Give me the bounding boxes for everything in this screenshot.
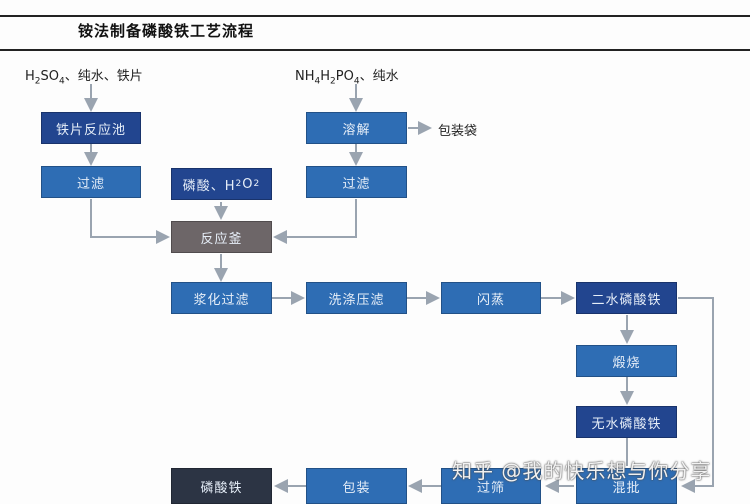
formula-sub: 2 [34,76,41,87]
formula-sub: 4 [353,76,360,87]
watermark: 知乎 @我的快乐想与你分享 [452,459,712,483]
formula-sub: 4 [59,76,65,87]
box-label: O [242,176,254,192]
box-filter-right: 过滤 [306,166,407,198]
formula-sub: 2 [330,76,336,87]
title-underline [0,49,750,51]
box-wash-press: 洗涤压滤 [306,282,407,314]
box-anhydrous: 无水磷酸铁 [576,406,677,438]
box-filter-left: 过滤 [41,166,141,198]
box-slurry-filter: 浆化过滤 [171,282,272,314]
box-sieve: 过筛 [441,468,541,504]
box-pack: 包装 [306,468,407,504]
top-rule [0,15,750,17]
formula-part: H [25,69,35,84]
input-right-materials: NH4H2PO4、纯水 [295,65,399,87]
formula-sub: 4 [314,76,321,87]
diagram-title: 铵法制备磷酸铁工艺流程 [78,22,255,40]
box-product: 磷酸铁 [171,468,272,504]
formula-part: SO [40,69,59,84]
box-mix: 混批 [576,468,677,504]
formula-part: H [320,69,331,84]
box-dissolve: 溶解 [306,112,407,144]
output-packaging-bag: 包装袋 [438,124,478,139]
input-left-materials: H2SO4、纯水、铁片 [25,65,143,87]
box-iron-tank: 铁片反应池 [41,112,141,144]
formula-suffix: 、纯水、铁片 [64,69,143,84]
formula-sub: 2 [253,179,261,189]
box-flash-dry: 闪蒸 [441,282,541,314]
box-reactor: 反应釜 [171,221,272,253]
formula-suffix: 、纯水 [359,69,399,84]
formula-part: NH [295,69,315,84]
formula-part: PO [335,69,354,84]
box-label: 磷酸、H [182,178,236,194]
formula-sub: 2 [235,179,243,189]
box-dihydrate: 二水磷酸铁 [576,282,677,314]
box-calcine: 煅烧 [576,345,677,377]
